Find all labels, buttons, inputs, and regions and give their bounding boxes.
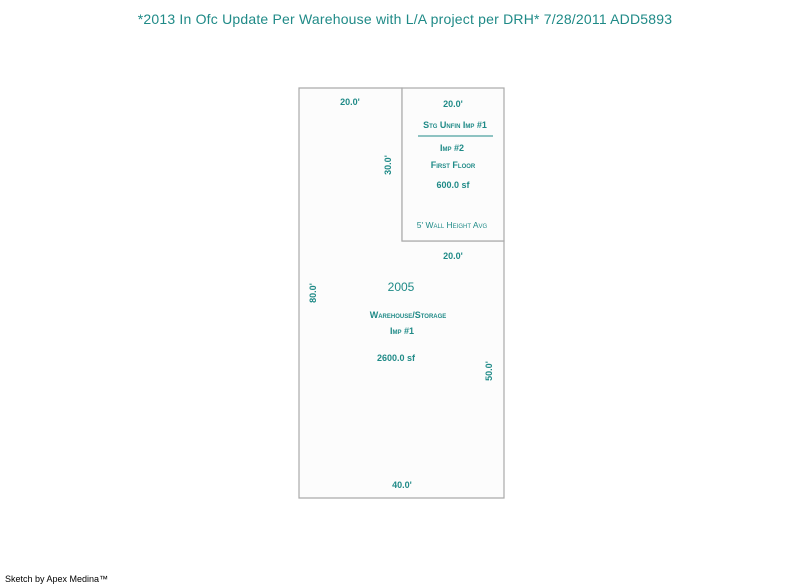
dim-right: 50.0' bbox=[484, 361, 494, 381]
area-use-label: Warehouse/Storage bbox=[370, 310, 447, 320]
year-built: 2005 bbox=[388, 280, 415, 294]
storage-area-outline bbox=[401, 87, 505, 242]
dim-bottom: 40.0' bbox=[392, 480, 412, 490]
dim-top-left: 20.0' bbox=[340, 97, 360, 107]
inset-floor-label: First Floor bbox=[431, 160, 476, 170]
inset-improvement-label: Imp #2 bbox=[440, 143, 464, 153]
sketch-title: *2013 In Ofc Update Per Warehouse with L… bbox=[137, 11, 673, 27]
inset-dim-top: 20.0' bbox=[443, 99, 463, 109]
sketch-credit: Sketch by Apex Medina™ bbox=[5, 574, 109, 584]
main-area-size: 2600.0 sf bbox=[377, 353, 416, 363]
dim-left: 80.0' bbox=[308, 283, 318, 303]
improvement-label: Imp #1 bbox=[390, 326, 414, 336]
inset-area-size: 600.0 sf bbox=[436, 180, 470, 190]
dim-inner-vertical: 30.0' bbox=[383, 155, 393, 175]
inset-wall-height: 5' Wall Height Avg bbox=[417, 220, 488, 230]
dim-inner-horizontal: 20.0' bbox=[443, 251, 463, 261]
inset-storage-label: Stg Unfin Imp #1 bbox=[423, 120, 487, 130]
